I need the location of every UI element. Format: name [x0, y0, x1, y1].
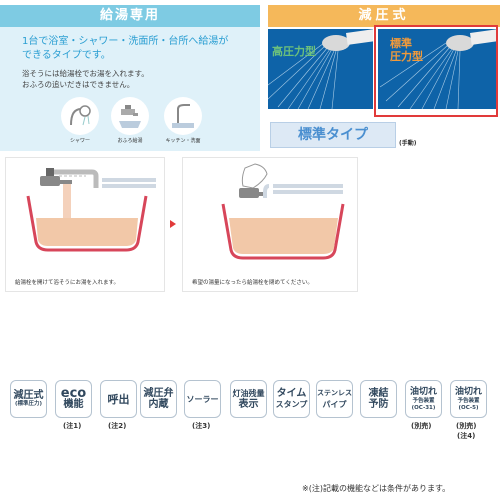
- manual-label: (手動): [399, 140, 417, 147]
- feature-oil-warning-5-note: (別売): [456, 422, 477, 430]
- feature-bath: おふろ給湯: [105, 97, 155, 144]
- kitchen-faucet-icon: [164, 97, 202, 135]
- pressure-type-header: 減圧式: [268, 5, 500, 27]
- feature-solar-icon: ソーラー: [184, 380, 221, 418]
- feature-valve-icon: 減圧弁 内蔵: [140, 380, 177, 418]
- footnote: ※(注)記載の機能などは条件があります。: [302, 484, 451, 493]
- feature-shower-label: シャワー: [69, 138, 90, 144]
- bath-step-1-caption: 給湯栓を開けて浴そうにお湯を入れます。: [15, 280, 119, 286]
- feature-bath-label: おふろ給湯: [117, 138, 143, 144]
- bath-step-2-illustration: [221, 163, 345, 260]
- hot-water-header: 給湯専用: [0, 5, 260, 27]
- bath-step-1-illustration: [26, 168, 156, 252]
- feature-oil-level-icon: 灯油残量 表示: [230, 380, 267, 418]
- standard-pressure-photo: 標準 圧力型: [378, 29, 498, 109]
- feature-timestamp-icon: タイム スタンプ: [273, 380, 310, 418]
- feature-shower: シャワー: [55, 97, 105, 144]
- bath-faucet-icon: [111, 97, 149, 135]
- feature-eco-icon: eco 機能: [55, 380, 92, 418]
- standard-type-label: 標準タイプ: [270, 122, 396, 148]
- step-arrow-icon: [170, 220, 176, 228]
- feature-kitchen: キッチン・洗面: [158, 97, 208, 144]
- feature-eco-note: (注1): [63, 422, 82, 430]
- bath-step-2-caption: 希望の湯量になったら給湯栓を閉めてください。: [192, 280, 313, 286]
- feature-oil-warning-31-note: (別売): [411, 422, 432, 430]
- feature-decompression-icon: 減圧式 (標準圧力): [10, 380, 47, 418]
- hot-water-description: 1台で浴室・シャワー・洗面所・台所へ給湯が できるタイプです。: [22, 36, 229, 61]
- shower-icon: [61, 97, 99, 135]
- selected-type-highlight: [374, 25, 498, 117]
- high-pressure-photo: 高圧力型: [268, 29, 373, 109]
- hot-water-info-panel: 給湯専用 1台で浴室・シャワー・洗面所・台所へ給湯が できるタイプです。 浴そう…: [0, 5, 260, 151]
- feature-oil-warning-5-note-2: (注4): [457, 432, 476, 440]
- feature-solar-note: (注3): [192, 422, 211, 430]
- feature-oil-warning-31-icon: 油切れ 予告装置 (OC-31): [405, 380, 442, 418]
- feature-call-note: (注2): [108, 422, 127, 430]
- bath-step-1-panel: 給湯栓を開けて浴そうにお湯を入れます。: [5, 157, 165, 292]
- feature-freeze-icon: 凍結 予防: [360, 380, 397, 418]
- bath-step-2-panel: 希望の湯量になったら給湯栓を閉めてください。: [182, 157, 358, 292]
- feature-kitchen-label: キッチン・洗面: [165, 138, 201, 144]
- high-pressure-label: 高圧力型: [272, 45, 316, 58]
- hot-water-note: 浴そうには給湯栓でお湯を入れます。 おふろの追いだきはできません。: [22, 69, 149, 89]
- feature-oil-warning-5-icon: 油切れ 予告装置 (OC-5): [450, 380, 487, 418]
- feature-call-icon: 呼出: [100, 380, 137, 418]
- feature-stainless-icon: ステンレス パイプ: [316, 380, 353, 418]
- standard-pressure-label: 標準 圧力型: [390, 37, 423, 63]
